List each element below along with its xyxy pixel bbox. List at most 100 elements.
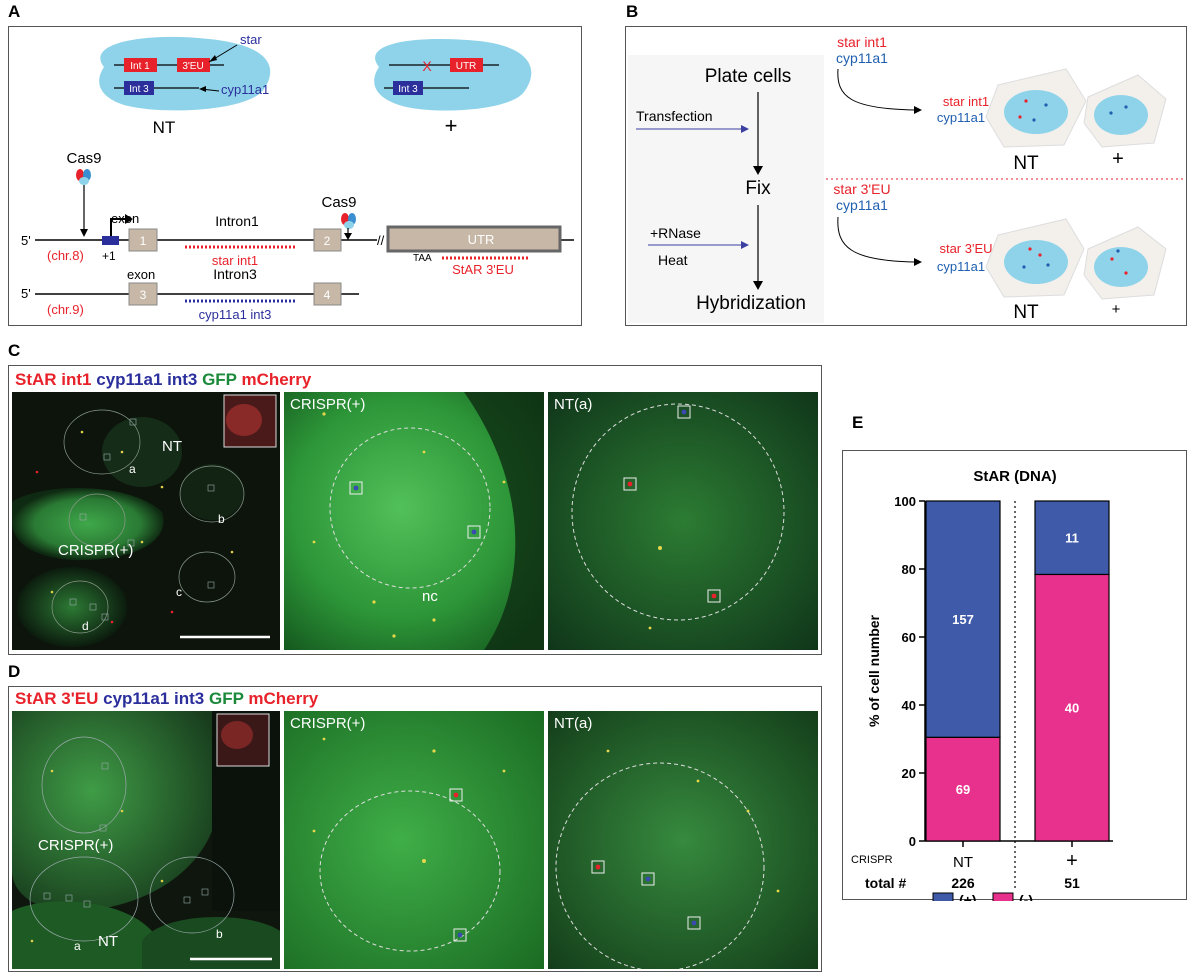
- hybrid-label: Hybridization: [696, 293, 806, 314]
- cyp-int3-label: cyp11a1 int3: [199, 307, 272, 322]
- eu3-label: 3'EU: [182, 61, 203, 72]
- d-title-part-2: GFP: [208, 689, 249, 708]
- plus-cell-shape: [374, 38, 532, 111]
- panel-label-e: E: [852, 413, 864, 432]
- chart-title: StAR (DNA): [973, 468, 1056, 485]
- c-overview-image: NT a b CRISPR(+) c d: [12, 392, 280, 650]
- exon1-box: [128, 228, 158, 252]
- c-label-a: a: [129, 462, 136, 476]
- plate-label: Plate cells: [705, 66, 792, 87]
- d-title-part-3: mCherry: [248, 689, 319, 708]
- panel-b-diagram: Plate cells Transfection Fix +RNase Heat…: [628, 34, 1186, 323]
- d-zoom-crispr-image: CRISPR(+): [284, 711, 544, 969]
- panel-d-title: StAR 3'EU cyp11a1 int3 GFP mCherry: [15, 689, 318, 709]
- five-prime-2: 5': [21, 286, 31, 301]
- five-prime-1: 5': [21, 233, 31, 248]
- exon3-label: 3: [140, 288, 147, 302]
- d-label-b: b: [216, 927, 223, 941]
- int3-box-plus: [393, 81, 423, 95]
- bot-star-label: star 3'EU: [833, 181, 890, 197]
- plus-label: +: [445, 113, 458, 138]
- c-title-part-2: GFP: [202, 370, 242, 389]
- bot-cyp-label: cyp11a1: [836, 197, 888, 213]
- y-tick-label-80: 80: [902, 562, 916, 577]
- intron1-label: Intron1: [215, 213, 259, 229]
- c-title-part-3: mCherry: [241, 370, 312, 389]
- d-zoom1-label: CRISPR(+): [290, 715, 366, 732]
- utr-big-label: UTR: [468, 232, 495, 247]
- bar-pos-0: [925, 500, 1001, 738]
- y-tick-label-20: 20: [902, 766, 916, 781]
- bar-neg-0: [925, 736, 1001, 842]
- slashes-label: //: [377, 233, 385, 248]
- legend-label-pos: (+): [959, 892, 977, 901]
- top-cyp-label: cyp11a1: [836, 50, 888, 66]
- x-tick-label-1: +: [1066, 850, 1078, 872]
- plus-label-bottom: +: [1112, 301, 1121, 318]
- exon-label-2: exon: [127, 267, 155, 282]
- int3-label-plus: Int 3: [398, 84, 418, 95]
- y-tick-label-60: 60: [902, 630, 916, 645]
- d-label-a: a: [74, 939, 81, 953]
- c-zoom2-label: NT(a): [554, 396, 593, 413]
- bar-pos-label-0: 157: [952, 612, 974, 627]
- panel-a: Int 1 3'EU Int 3 star cyp11a1 NT X UTR I…: [8, 26, 582, 326]
- star-3eu-label: StAR 3'EU: [452, 262, 514, 277]
- eu3-box: [177, 58, 210, 72]
- top-star2-label: star int1: [943, 94, 989, 109]
- exon2-label: 2: [324, 234, 331, 248]
- utr-big-box: [386, 225, 562, 253]
- legend-swatch-neg: [992, 892, 1014, 901]
- nt-label: NT: [153, 118, 176, 137]
- cas9-icon-1: [76, 169, 91, 185]
- top-star-label: star int1: [837, 34, 887, 50]
- y-tick-label-100: 100: [894, 494, 916, 509]
- panel-c-title: StAR int1 cyp11a1 int3 GFP mCherry: [15, 370, 311, 390]
- plus1-label: +1: [102, 249, 116, 263]
- c-title-part-1: cyp11a1 int3: [96, 370, 203, 389]
- legend-label-neg: (-): [1019, 892, 1033, 901]
- bar-pos-label-1: 11: [1065, 531, 1079, 546]
- exon3-box: [128, 282, 158, 306]
- int3-box: [124, 81, 154, 95]
- legend-swatch-pos: [932, 892, 954, 901]
- panel-label-a: A: [8, 2, 21, 21]
- panel-label-b: B: [626, 2, 639, 21]
- exon4-box: [313, 282, 342, 306]
- c-label-d: d: [82, 619, 89, 633]
- bar-pos-1: [1034, 500, 1110, 576]
- cyp11a1-label: cyp11a1: [221, 82, 269, 97]
- y-axis-label: % of cell number: [866, 614, 882, 727]
- plus-cell-bottom: [1083, 226, 1167, 300]
- panel-label-d: D: [8, 662, 21, 681]
- x-tick-label-0: NT: [953, 854, 973, 871]
- int1-label: Int 1: [130, 61, 150, 72]
- int3-label: Int 3: [129, 84, 149, 95]
- nt-label-top: NT: [1013, 153, 1039, 174]
- exon4-label: 4: [324, 288, 331, 302]
- c-crispr-label: CRISPR(+): [58, 542, 134, 559]
- d-zoom-nt-image: NT(a): [548, 711, 818, 969]
- fix-label: Fix: [745, 178, 771, 199]
- intron3-label: Intron3: [213, 266, 257, 282]
- c-title-part-0: StAR int1: [15, 370, 97, 389]
- exon1-label: 1: [140, 234, 147, 248]
- utr-label: UTR: [456, 61, 477, 72]
- taa-label: TAA: [413, 253, 432, 264]
- utr-box: [450, 58, 483, 72]
- workflow-bg: [628, 55, 824, 323]
- y-tick-label-40: 40: [902, 698, 916, 713]
- panel-a-diagram: Int 1 3'EU Int 3 star cyp11a1 NT X UTR I…: [21, 32, 574, 322]
- panel-b: Plate cells Transfection Fix +RNase Heat…: [625, 26, 1187, 326]
- transfection-label: Transfection: [636, 108, 713, 124]
- c-zoom-nt-image: NT(a): [548, 392, 818, 650]
- tss-arrow: [110, 218, 127, 236]
- chr9-label: (chr.9): [47, 302, 84, 317]
- d-title-part-1: cyp11a1 int3: [103, 689, 209, 708]
- c-nt-label: NT: [162, 438, 182, 455]
- exon-label-1: exon: [111, 211, 139, 226]
- cas9-label-2: Cas9: [321, 194, 356, 211]
- bar-neg-label-1: 40: [1065, 701, 1079, 716]
- panel-c: StAR int1 cyp11a1 int3 GFP mCherry: [8, 365, 822, 655]
- c-zoom1-label: CRISPR(+): [290, 396, 366, 413]
